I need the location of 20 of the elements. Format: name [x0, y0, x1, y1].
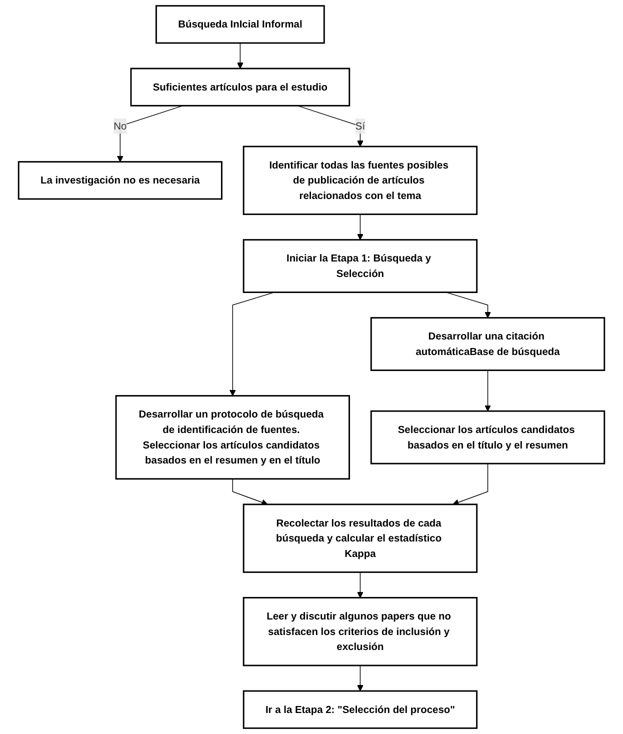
arrow — [357, 665, 364, 692]
node-box: Búsqueda InIcial Informal — [156, 5, 325, 44]
arrow — [357, 214, 364, 240]
node-box: La investigación no es necesaria — [18, 161, 222, 200]
edge-label: No — [114, 120, 127, 132]
arrow — [232, 478, 268, 506]
node-box: Desarrollar una citación automáticaBase de búsqueda — [370, 317, 606, 371]
edge-label: Sí — [355, 120, 366, 132]
node-box: Seleccionar los artículos candidatos basados en el título y el resumen — [370, 410, 606, 464]
node-box: Ir a la Etapa 2: "Selección del proceso" — [242, 690, 478, 729]
node-box: Iniciar la Etapa 1: Búsqueda y Selección — [242, 239, 478, 294]
node-box: Desarrollar un protocolo de búsqueda de identificación de fuentes. Seleccionar los artículos candidatos basados en el resumen y en el título — [115, 395, 350, 480]
arrow — [484, 370, 491, 412]
arrow — [236, 42, 244, 69]
arrow — [452, 463, 488, 506]
node-box: Identificar todas las fuentes posibles de publicación de artículos relacionados con el tema — [242, 146, 478, 216]
arrow — [357, 572, 364, 598]
node-box: Recolectar los resultados de cada búsqueda y calcular el estadístico Kappa — [242, 504, 478, 573]
node-box: Leer y discutir algunos papers que no satisfacen los criterios de inclusión y exclusión — [242, 596, 478, 666]
node-box: Suficientes artículos para el estudio — [130, 68, 350, 106]
